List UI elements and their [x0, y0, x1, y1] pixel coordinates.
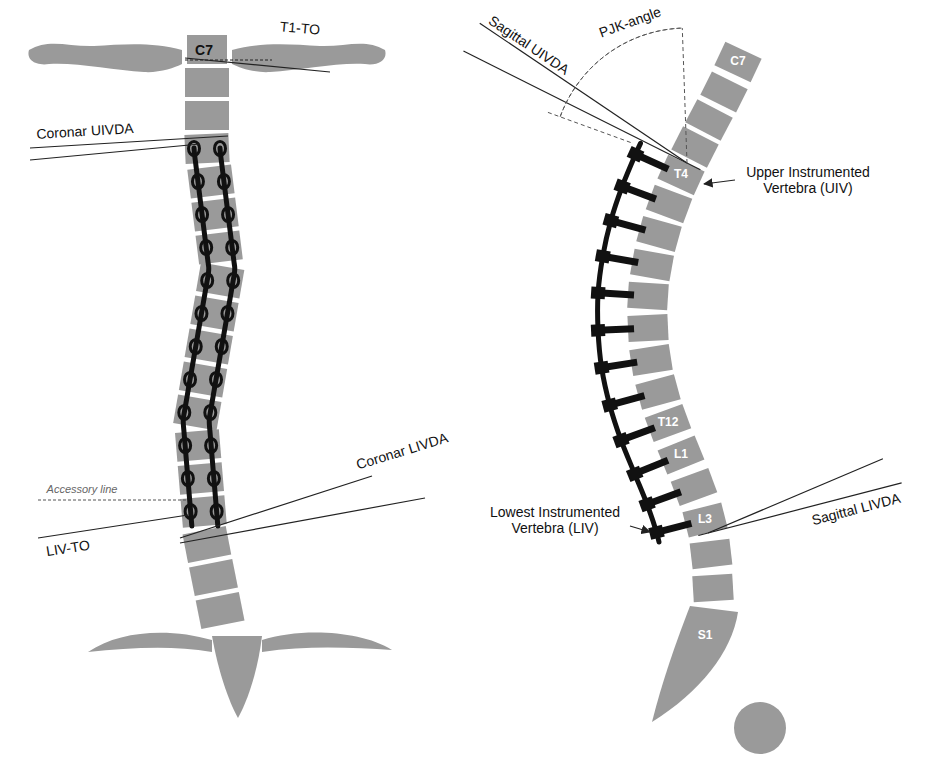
measure-line	[463, 51, 700, 170]
pointer-arrow	[704, 180, 735, 184]
vertebra-label: L3	[698, 513, 712, 527]
measure-line	[480, 23, 687, 163]
vertebra	[645, 404, 691, 442]
pointer-arrow	[630, 526, 650, 532]
pedicle-screw	[205, 406, 216, 420]
screw-head	[638, 496, 655, 512]
screw-head	[591, 324, 606, 337]
reference-line	[682, 28, 687, 163]
pedicle-screw	[211, 373, 222, 387]
line-label: Accessory line	[47, 483, 118, 496]
vertebra	[185, 68, 229, 97]
screw-head	[648, 525, 665, 540]
pedicle-screw	[206, 439, 217, 453]
pedicle-screw	[202, 274, 213, 288]
angle-label: PJK-angle	[597, 3, 663, 40]
measure-line	[185, 58, 330, 72]
vertebra	[682, 502, 727, 537]
pedicle-screw	[215, 142, 226, 156]
vertebra	[671, 468, 718, 506]
vertebra-label: C7	[730, 55, 745, 69]
reference-line	[38, 500, 188, 501]
screw-head	[601, 397, 618, 412]
measure-line	[698, 483, 901, 536]
sacrum	[652, 606, 738, 722]
pedicle-screw	[216, 340, 227, 354]
rod	[183, 148, 209, 526]
screw-head	[612, 432, 629, 448]
vertebra	[636, 216, 682, 252]
callout-label: Upper Instrumented Vertebra (UIV)	[738, 164, 878, 196]
iliac-wing	[88, 633, 212, 652]
iliac-wing	[262, 633, 392, 652]
vertebra-label: T4	[674, 168, 688, 182]
angle-label: Coronar LIVDA	[354, 429, 449, 472]
vertebra	[196, 592, 245, 629]
screw-head	[602, 213, 619, 228]
measure-line	[180, 476, 372, 538]
reference-line	[546, 112, 631, 143]
pedicle-screw	[228, 274, 239, 288]
pedicle-screw	[180, 439, 191, 453]
pedicle-screw	[185, 505, 196, 519]
vertebra	[658, 435, 705, 474]
pedicle-screw	[197, 208, 208, 222]
pedicle-screw	[218, 175, 229, 189]
vertebra	[646, 185, 693, 223]
sagittal-measures	[463, 23, 901, 535]
screw-head	[626, 466, 643, 482]
pedicle-screw	[208, 472, 219, 486]
screw-head	[591, 286, 606, 299]
pedicle-screw	[179, 406, 190, 420]
angle-label: LIV-TO	[45, 537, 91, 560]
pedicle-screw	[222, 307, 233, 321]
vertebra	[189, 559, 238, 596]
clavicle	[232, 44, 386, 72]
pedicle-screw	[201, 241, 212, 255]
angle-arc	[560, 28, 682, 117]
screw-head	[594, 361, 610, 375]
vertebra	[690, 539, 733, 569]
pedicle-screw	[182, 472, 193, 486]
vertebra-label: T12	[658, 416, 679, 430]
vertebra-label: C7	[195, 42, 213, 58]
pedicle-screw	[196, 307, 207, 321]
pedicle-screw	[190, 340, 201, 354]
angle-label: Sagittal UIVDA	[486, 12, 572, 78]
rod	[598, 143, 659, 542]
femoral-head	[734, 702, 786, 754]
coronal-spine	[173, 35, 244, 629]
angle-label: Coronar UIVDA	[36, 120, 134, 142]
rod	[209, 148, 235, 526]
measure-line	[180, 498, 425, 543]
clavicle	[28, 44, 182, 72]
vertebra	[183, 526, 232, 563]
screw-head	[595, 249, 611, 263]
pedicle-screw	[185, 373, 196, 387]
measure-line	[38, 515, 188, 538]
pedicle-screw	[192, 175, 203, 189]
vertebra	[692, 574, 733, 602]
angle-label: T1-TO	[279, 18, 320, 38]
pedicle-screw	[223, 208, 234, 222]
vertebra	[714, 42, 761, 82]
sacrum	[212, 636, 262, 718]
measure-line	[708, 459, 883, 533]
screw-head	[613, 178, 630, 194]
measure-line	[30, 144, 200, 160]
angle-label: Sagittal LIVDA	[810, 490, 902, 528]
pedicle-screw	[211, 505, 222, 519]
vertebra-label: L1	[674, 448, 688, 462]
vertebra	[185, 101, 229, 130]
vertebra-label: S1	[698, 629, 713, 643]
callout-label: Lowest Instrumented Vertebra (LIV)	[485, 504, 625, 536]
screw-head	[627, 146, 645, 163]
pedicle-screw	[227, 241, 238, 255]
vertebra	[635, 374, 680, 410]
